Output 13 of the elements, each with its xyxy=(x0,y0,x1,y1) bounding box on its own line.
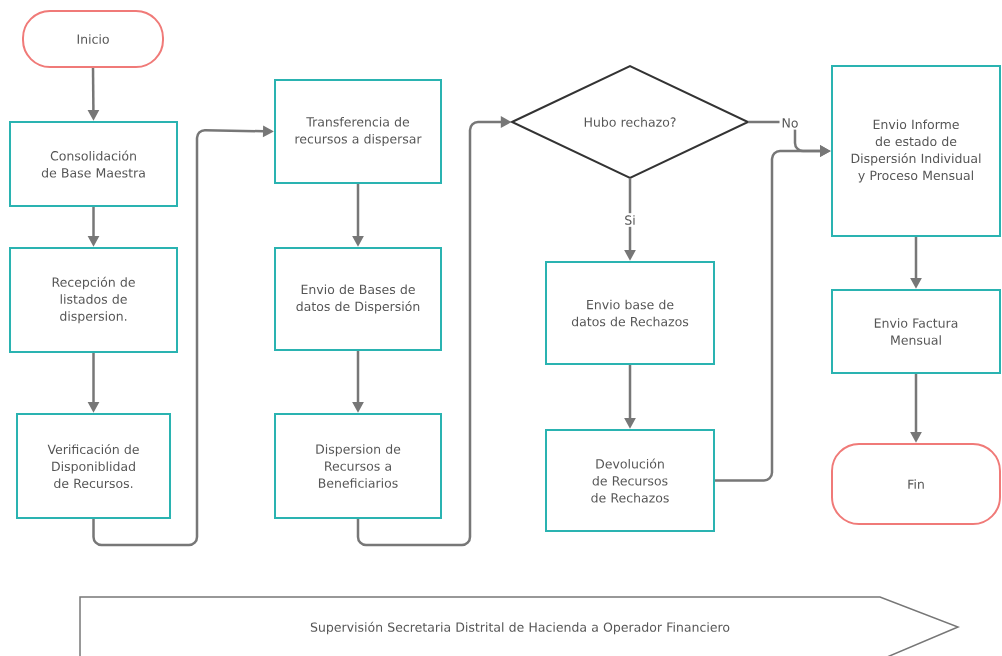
process-box: Consolidación de Base Maestra xyxy=(9,121,178,207)
process-box: Envio base de datos de Rechazos xyxy=(545,261,715,365)
process-box: Verificación de Disponiblidad de Recursos. xyxy=(16,413,171,519)
process-box: Envio de Bases de datos de Dispersión xyxy=(274,247,442,351)
process-box: Recepción de listados de dispersion. xyxy=(9,247,178,353)
process-box: Dispersion de Recursos a Beneficiarios xyxy=(274,413,442,519)
edge-label: Si xyxy=(622,213,638,227)
process-box: Transferencia de recursos a dispersar xyxy=(274,79,442,184)
edge-label: No xyxy=(779,116,801,130)
process-box: Devolución de Recursos de Rechazos xyxy=(545,429,715,532)
process-box: Envio Informe de estado de Dispersión Individual y Proceso Mensual xyxy=(831,65,1001,237)
process-box: Envio Factura Mensual xyxy=(831,289,1001,374)
chevron-band: Supervisión Secretaria Distrital de Hacienda a Operador Financiero xyxy=(79,596,960,656)
